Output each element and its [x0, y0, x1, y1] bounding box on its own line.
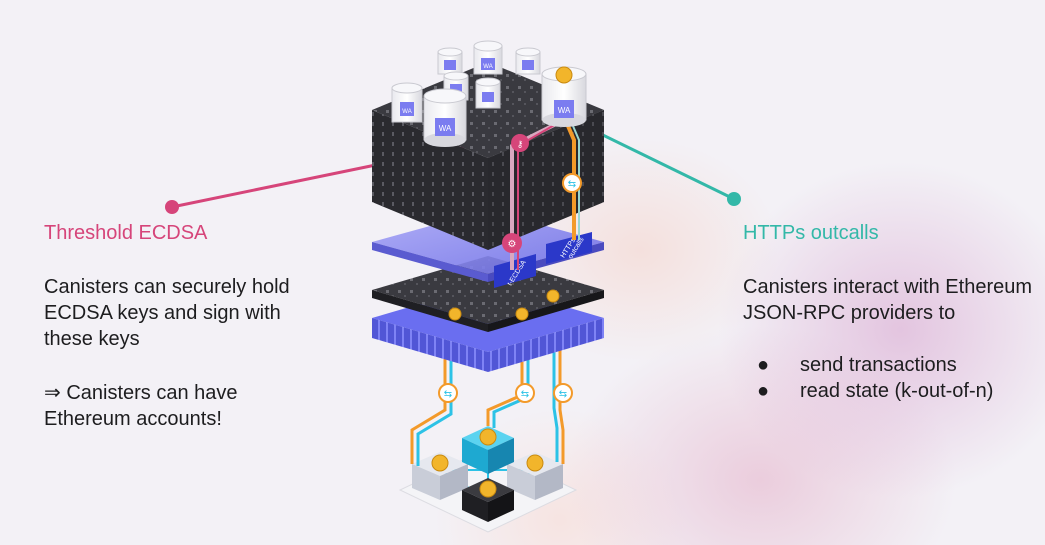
canister-cylinder: [437, 47, 463, 75]
bullet-item: ● send transactions: [743, 352, 993, 378]
bullet-item: ● read state (k-out-of-n): [743, 378, 993, 404]
node-top-blue: [462, 426, 514, 474]
bullet-dot-icon: ●: [757, 354, 770, 376]
https-outcalls-title: HTTPs outcalls: [743, 222, 879, 244]
https-outcalls-bullet-list: ● send transactions ● read state (k-out-of…: [743, 352, 993, 404]
node-right: [507, 452, 563, 500]
svg-text:WA: WA: [483, 64, 492, 70]
svg-text:⇆: ⇆: [559, 389, 567, 400]
svg-text:WA: WA: [558, 106, 571, 115]
exchange-icon: ⇆: [562, 173, 582, 193]
https-outcalls-description: Canisters interact with Ethereum JSON-RP…: [743, 276, 1033, 324]
coin-canister-cylinder: WA: [541, 66, 587, 127]
bullet-text: read state (k-out-of-n): [800, 380, 994, 402]
svg-text:⇆: ⇆: [568, 179, 576, 190]
node-bottom-black: [462, 478, 514, 522]
threshold-ecdsa-title: Threshold ECDSA: [44, 222, 208, 244]
https-marker-dot: [727, 192, 741, 206]
node-platform: [398, 426, 578, 533]
canister-cylinder: WA: [473, 40, 503, 75]
grid-layer: [372, 256, 604, 332]
svg-text:⇆: ⇆: [521, 389, 529, 400]
svg-text:⚷: ⚷: [517, 140, 524, 150]
threshold-ecdsa-description: Canisters can securely hold ECDSA keys a…: [44, 276, 290, 350]
signature-icon: ⚙: [502, 233, 522, 253]
bullet-dot-icon: ●: [757, 380, 770, 402]
canister-cylinder: WA: [391, 82, 423, 123]
cable-exchange-icons: ⇆ ⇆ ⇆: [438, 383, 573, 403]
svg-text:⚙: ⚙: [508, 239, 517, 250]
https-outcalls-tag: HTTPs outcalls: [546, 232, 592, 264]
ecdsa-marker-dot: [165, 200, 179, 214]
canister-cylinder: [475, 77, 501, 109]
svg-text:WA: WA: [402, 109, 411, 115]
canister-cylinder: WA: [423, 88, 467, 147]
canister-cylinders: WA WA WA: [391, 40, 587, 147]
svg-text:⇆: ⇆: [444, 389, 452, 400]
svg-text:WA: WA: [439, 124, 452, 133]
connection-cables: [410, 345, 565, 466]
bullet-text: send transactions: [800, 354, 957, 376]
key-icon: ⚷: [511, 134, 529, 152]
canister-cylinder: [515, 47, 541, 75]
node-left: [412, 452, 468, 500]
threshold-ecdsa-conclusion: ⇒ Canisters can have Ethereum accounts!: [44, 382, 238, 430]
